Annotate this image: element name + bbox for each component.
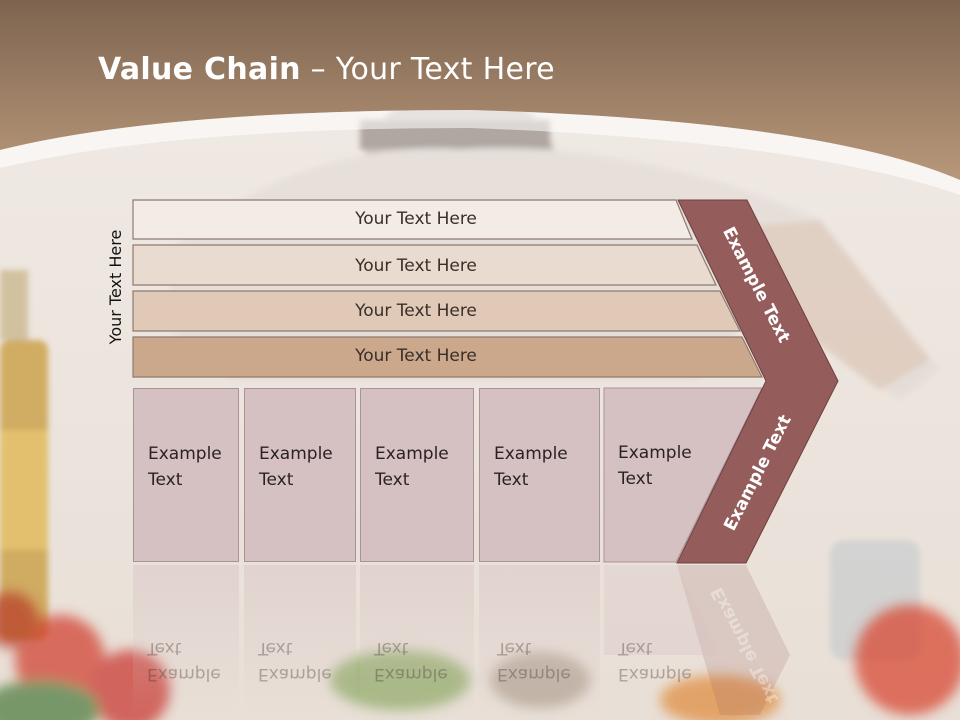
column-4-reflection-label: Example Text	[497, 638, 571, 684]
column-2-reflection: Example Text	[244, 565, 356, 715]
row-label-3: Your Text Here	[355, 301, 477, 321]
title-rest: Your Text Here	[335, 52, 555, 87]
column-5: Example Text	[604, 388, 724, 562]
column-4: Example Text	[479, 388, 600, 562]
column-1: Example Text	[133, 388, 239, 562]
column-label-1: Example Text	[148, 444, 222, 490]
side-label: Your Text Here	[106, 229, 125, 345]
chevron-reflection	[677, 565, 790, 715]
title-bold: Value Chain	[98, 52, 301, 87]
slide-title: Value Chain – Your Text Here	[98, 52, 555, 87]
column-5-reflection	[604, 565, 720, 655]
column-label-2: Example Text	[259, 444, 333, 490]
chevron-arrow	[676, 199, 839, 564]
column-5-reflection-label: Example Text	[618, 638, 692, 684]
column-3-reflection-label: Example Text	[374, 638, 448, 684]
row-band-1	[132, 199, 693, 240]
column-2: Example Text	[244, 388, 356, 562]
row-label-4: Your Text Here	[355, 346, 477, 366]
row-label-1: Your Text Here	[355, 209, 477, 229]
column-label-5: Example Text	[618, 443, 692, 489]
column-label-3: Example Text	[375, 444, 449, 490]
column-4-reflection: Example Text	[479, 565, 600, 715]
column-2-reflection-label: Example Text	[258, 638, 332, 684]
row-band-2	[132, 244, 717, 286]
column-3: Example Text	[360, 388, 474, 562]
row-band-3	[132, 290, 741, 332]
column-label-4: Example Text	[494, 444, 568, 490]
row-label-2: Your Text Here	[355, 256, 477, 276]
column-1-reflection: Example Text	[133, 565, 239, 715]
column-1-reflection-label: Example Text	[147, 638, 221, 684]
column-3-reflection: Example Text	[360, 565, 474, 715]
row-band-4	[132, 336, 763, 378]
title-separator: –	[300, 52, 336, 87]
column-band-5	[603, 387, 763, 563]
